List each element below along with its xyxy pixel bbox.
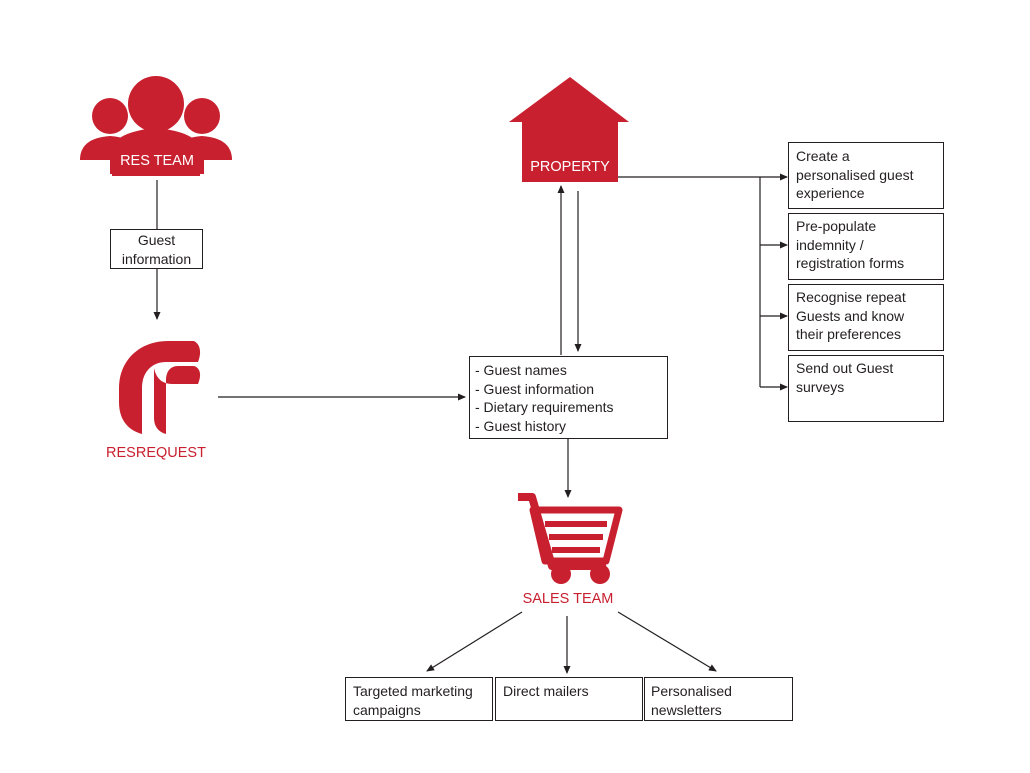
- pre-populate-forms-box: Pre-populate indemnity / registration fo…: [788, 213, 944, 280]
- box-line: Targeted marketing: [353, 683, 473, 699]
- resrequest-logo: [119, 341, 201, 434]
- box-line: Recognise repeat: [796, 289, 906, 305]
- box-line: Create a: [796, 148, 850, 164]
- box-line: Guests and know: [796, 307, 905, 324]
- res-team-label: RES TEAM: [120, 153, 194, 169]
- sales-team-label: SALES TEAM: [522, 591, 614, 607]
- personalised-experience-box: Create a personalised guest experience: [788, 142, 944, 209]
- box-line: Send out Guest: [796, 360, 894, 376]
- guest-data-item: - Dietary requirements: [475, 399, 614, 415]
- recognise-repeat-guests-box: Recognise repeat Guests and know their p…: [788, 284, 944, 351]
- box-line: campaigns: [353, 701, 421, 718]
- targeted-marketing-box: Targeted marketing campaigns: [345, 677, 493, 721]
- property-label: PROPERTY: [530, 159, 610, 175]
- box-line: newsletters: [651, 701, 722, 718]
- box-line: their preferences: [796, 326, 902, 342]
- guest-info-line: information: [121, 250, 192, 267]
- box-line: experience: [796, 185, 865, 201]
- box-line: personalised guest: [796, 166, 914, 183]
- guest-data-item: - Guest names: [475, 362, 567, 378]
- connectors: [153, 173, 788, 674]
- guest-data-item: - Guest information: [475, 380, 595, 397]
- box-line: surveys: [796, 378, 845, 395]
- guest-data-item: - Guest history: [475, 417, 567, 434]
- sales-to-newsletters-arrow: [617, 611, 717, 672]
- box-line: Direct mailers: [503, 683, 589, 699]
- resrequest-label: RESREQUEST: [106, 445, 206, 461]
- box-line: Personalised: [651, 683, 732, 699]
- guest-info-line: Guest: [137, 232, 176, 248]
- sales-to-marketing-arrow: [426, 611, 523, 672]
- box-line: registration forms: [796, 255, 905, 271]
- house-icon: [509, 77, 629, 182]
- guest-data-box: - Guest names - Guest information - Diet…: [469, 356, 668, 439]
- box-line: Pre-populate: [796, 218, 877, 234]
- guest-surveys-box: Send out Guest surveys: [788, 355, 944, 422]
- personalised-newsletters-box: Personalised newsletters: [644, 677, 793, 721]
- direct-mailers-box: Direct mailers: [495, 677, 643, 721]
- people-group-icon: [80, 76, 232, 176]
- shopping-cart-icon: [518, 493, 623, 584]
- guest-info-box: Guest information: [110, 229, 203, 269]
- box-line: indemnity /: [796, 236, 864, 253]
